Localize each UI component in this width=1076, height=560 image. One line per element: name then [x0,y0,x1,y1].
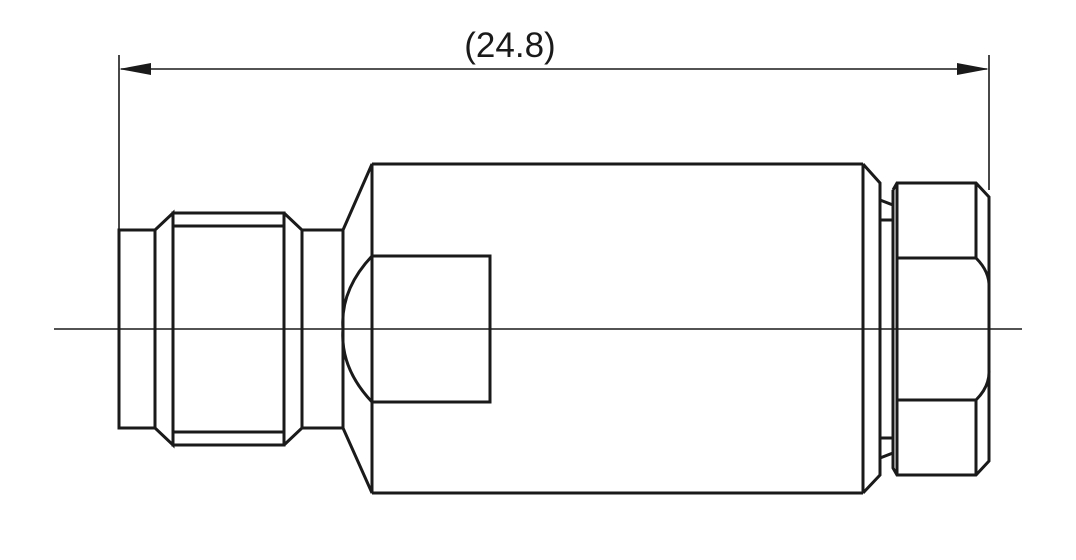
overall-length-dimension: (24.8) [118,26,990,232]
dimension-arrow-right [957,63,989,75]
dimension-arrow-left [119,63,151,75]
hex-upper-flat [897,256,991,289]
nut-groove-bottom [879,436,895,460]
nut-groove-top [879,198,895,222]
hex-lower-flat [897,369,991,402]
dimension-label: (24.8) [464,26,555,65]
hex-nut-outline [891,181,991,477]
